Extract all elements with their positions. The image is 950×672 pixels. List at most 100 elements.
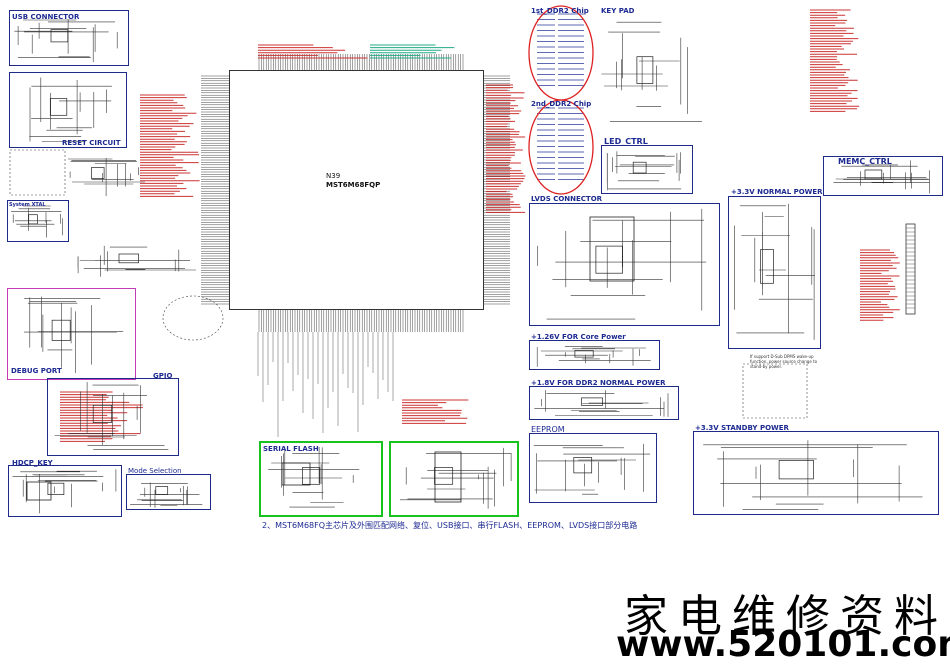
bottom-net-labels xyxy=(402,399,469,424)
debug-port-title: DEBUG PORT xyxy=(11,367,62,375)
hdcp-key-title: HDCP_KEY xyxy=(12,459,53,467)
ddr1-chip-title: 1st_DDR2 Chip xyxy=(531,7,589,15)
right-edge-net-labels xyxy=(810,9,860,112)
led-ctrl-title: LED_CTRL xyxy=(604,137,648,146)
component-4 xyxy=(92,404,113,423)
hdcp-key-block xyxy=(8,465,122,517)
component-14 xyxy=(581,397,603,406)
key-pad-block xyxy=(597,14,711,136)
block-wires-19 xyxy=(77,245,196,277)
serial-flash-block xyxy=(259,441,383,517)
component-17 xyxy=(636,56,654,84)
main-chip-pins xyxy=(201,54,510,332)
block-wires-17 xyxy=(601,21,702,122)
right-net-labels xyxy=(486,84,526,213)
right-connector-pins xyxy=(906,227,915,309)
flash-chip xyxy=(434,451,462,503)
component-3 xyxy=(51,319,71,341)
block-wires-5 xyxy=(12,469,117,514)
core-power-126-title: +1.26V FOR Core Power xyxy=(531,333,626,341)
eeprom-title: EEPROM xyxy=(531,425,565,434)
usb-connector-title: USB CONNECTOR xyxy=(12,13,80,21)
component-7 xyxy=(302,467,321,485)
component-5 xyxy=(47,482,65,495)
mode-selection-block xyxy=(126,474,211,510)
standby-power-33-title: +3.3V STANDBY POWER xyxy=(695,424,789,432)
normal-power-33-title: +3.3V NORMAL POWER xyxy=(731,188,823,196)
component-9 xyxy=(632,161,647,174)
component-19 xyxy=(118,253,139,264)
component-10 xyxy=(864,169,883,180)
component-13 xyxy=(574,350,594,358)
right-connector xyxy=(905,223,916,315)
system-xtal-title: System XTAL xyxy=(9,202,46,208)
reset-circuit-title: RESET CIRCUIT xyxy=(62,139,121,147)
standby-power-33-block xyxy=(693,431,939,515)
normal-power-33-block xyxy=(728,196,821,349)
lvds-connector-block xyxy=(529,203,720,326)
dashed-ellipse-xtal xyxy=(162,295,224,341)
block-wires-14 xyxy=(534,390,669,417)
ddr2-chip-title: 2nd_DDR2 Chip xyxy=(531,100,592,108)
gpio-block xyxy=(47,378,179,456)
serial-flash-title: SERIAL FLASH xyxy=(263,445,319,453)
ddr2-chip-rows xyxy=(537,107,584,180)
component-2 xyxy=(28,214,38,225)
component-6 xyxy=(155,486,169,495)
reset-circuit-block xyxy=(9,72,127,148)
standby-power-note: If support D-Sub DPMS wake-up function, … xyxy=(750,354,818,369)
main-chip-part: MST6M68FQP xyxy=(326,181,381,189)
block-wires-18 xyxy=(67,158,145,197)
block-wires-16 xyxy=(703,440,923,510)
dashed-box-left xyxy=(9,149,66,196)
connector-net-labels xyxy=(860,249,900,321)
component-12 xyxy=(760,249,774,284)
top-net-labels xyxy=(258,44,368,59)
mode-selection-title: Mode Selection xyxy=(128,467,182,475)
component-18 xyxy=(91,167,105,179)
serial-flash-chip xyxy=(281,462,311,486)
eeprom-block xyxy=(529,433,657,503)
block-wires-9 xyxy=(606,151,682,191)
page-caption: 2、MST6M68FQ主芯片及外围匹配网络、复位、USB接口、串行FLASH、E… xyxy=(262,521,638,530)
component-1 xyxy=(49,98,68,116)
led-ctrl-block xyxy=(601,145,693,194)
usb-connector-block xyxy=(9,10,129,66)
block-wires-13 xyxy=(536,346,651,367)
component-15 xyxy=(573,457,593,474)
main-chip-ref: N39 xyxy=(326,172,341,180)
memc-ctrl-block xyxy=(823,156,943,196)
flash-circuit-block xyxy=(389,441,519,517)
bottom-bus-lines xyxy=(257,332,394,437)
top-net-labels-green xyxy=(370,44,455,59)
left-net-labels xyxy=(140,94,200,197)
block-wires-12 xyxy=(734,203,815,340)
dashed-box-standby xyxy=(742,363,808,419)
component-0 xyxy=(50,29,69,43)
component-16 xyxy=(778,460,814,480)
block-wires-8 xyxy=(400,447,512,509)
ddr2-chip-highlight xyxy=(528,99,594,195)
main-chip-outline xyxy=(229,70,484,310)
core-power-126-block xyxy=(529,340,660,370)
component-8 xyxy=(434,467,454,485)
watermark-chinese: 家电维修资料网 xyxy=(624,591,950,642)
block-wires-15 xyxy=(533,443,651,495)
ddr1-chip-rows xyxy=(537,13,584,86)
watermark-url: www.520101.com xyxy=(616,624,950,665)
block-wires-4 xyxy=(54,382,169,450)
gpio-title: GPIO xyxy=(153,372,173,380)
ddr2-power-18-block xyxy=(529,386,679,420)
ddr2-power-18-title: +1.8V FOR DDR2 NORMAL POWER xyxy=(531,379,666,387)
block-wires-11 xyxy=(537,208,707,320)
block-wires-6 xyxy=(130,482,203,508)
hdcp-eeprom-chip xyxy=(26,481,52,501)
component-11 xyxy=(595,245,623,274)
lvds-connector-title: LVDS CONNECTOR xyxy=(531,195,603,203)
debug-port-block xyxy=(7,288,136,380)
memc-ctrl-title: MEMC_CTRL xyxy=(838,157,892,166)
system-xtal-block xyxy=(7,200,69,242)
key-pad-title: KEY PAD xyxy=(601,7,635,15)
